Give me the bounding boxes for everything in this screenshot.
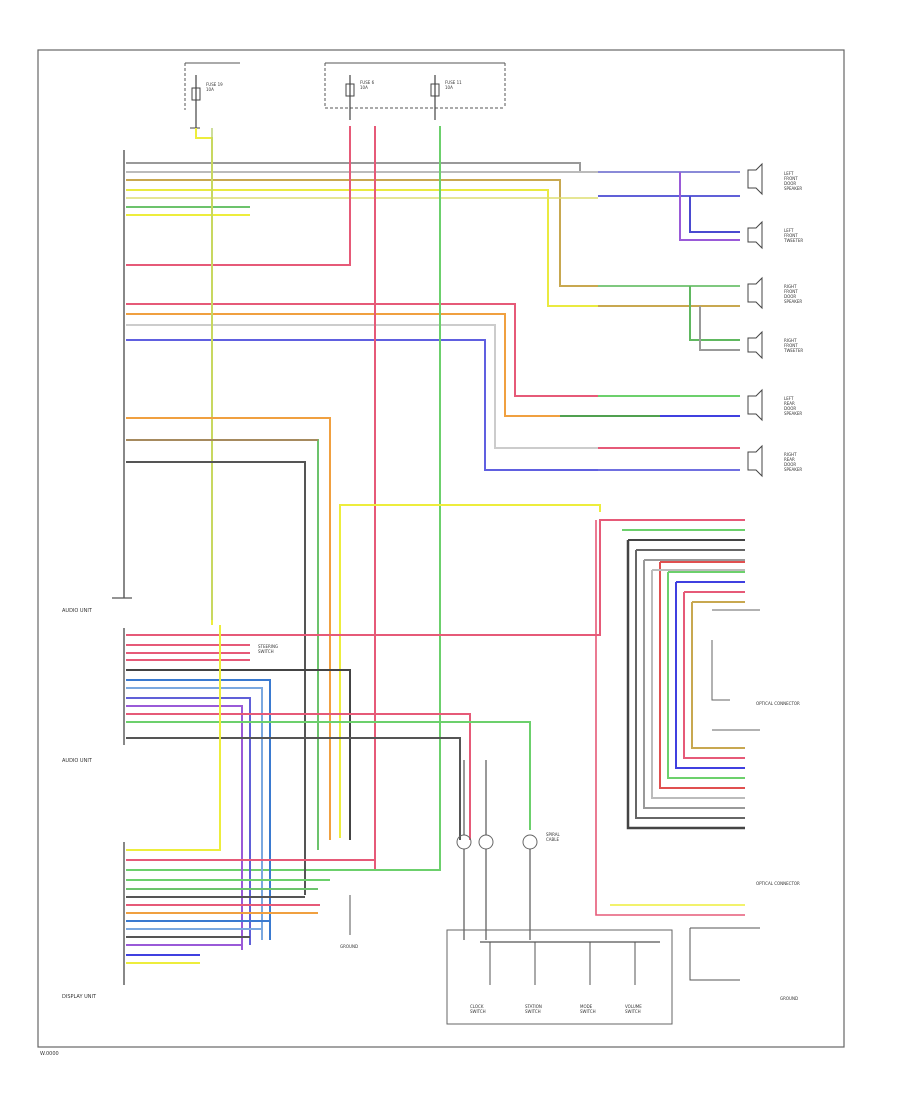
audio-unit-2-label: AUDIO UNIT [62, 758, 93, 764]
display-unit-connector: DISPLAY UNIT [62, 842, 125, 1000]
optical-connector-label: OPTICAL CONNECTOR [756, 701, 800, 706]
ground-label: GROUND [780, 996, 798, 1001]
display-unit-wires [126, 625, 375, 964]
right-connector-wires [615, 519, 745, 830]
yellow-feed-wire [339, 504, 601, 838]
audio-unit-label: AUDIO UNIT [62, 608, 93, 614]
audio-unit-wires [126, 126, 598, 471]
diagram-frame [37, 49, 845, 1048]
ground-left: GROUND [340, 895, 358, 949]
ground-label: GROUND [340, 944, 358, 949]
audio-unit-connector: AUDIO UNIT [62, 150, 132, 614]
speaker-wires [560, 171, 740, 471]
optical-connector-2: OPTICAL CONNECTOR GROUND [595, 520, 800, 1001]
display-unit-label: DISPLAY UNIT [62, 994, 97, 1000]
audio-unit-lower-wires [126, 417, 331, 895]
vertical-feed-wires [126, 126, 441, 871]
diagram-code: W.0000 [40, 1051, 59, 1057]
audio-unit-2-wires [126, 644, 531, 950]
optical-connector-2-label: OPTICAL CONNECTOR [756, 881, 800, 886]
audio-unit-2-connector: AUDIO UNIT [62, 628, 125, 764]
optical-connector-bracket [711, 609, 760, 731]
